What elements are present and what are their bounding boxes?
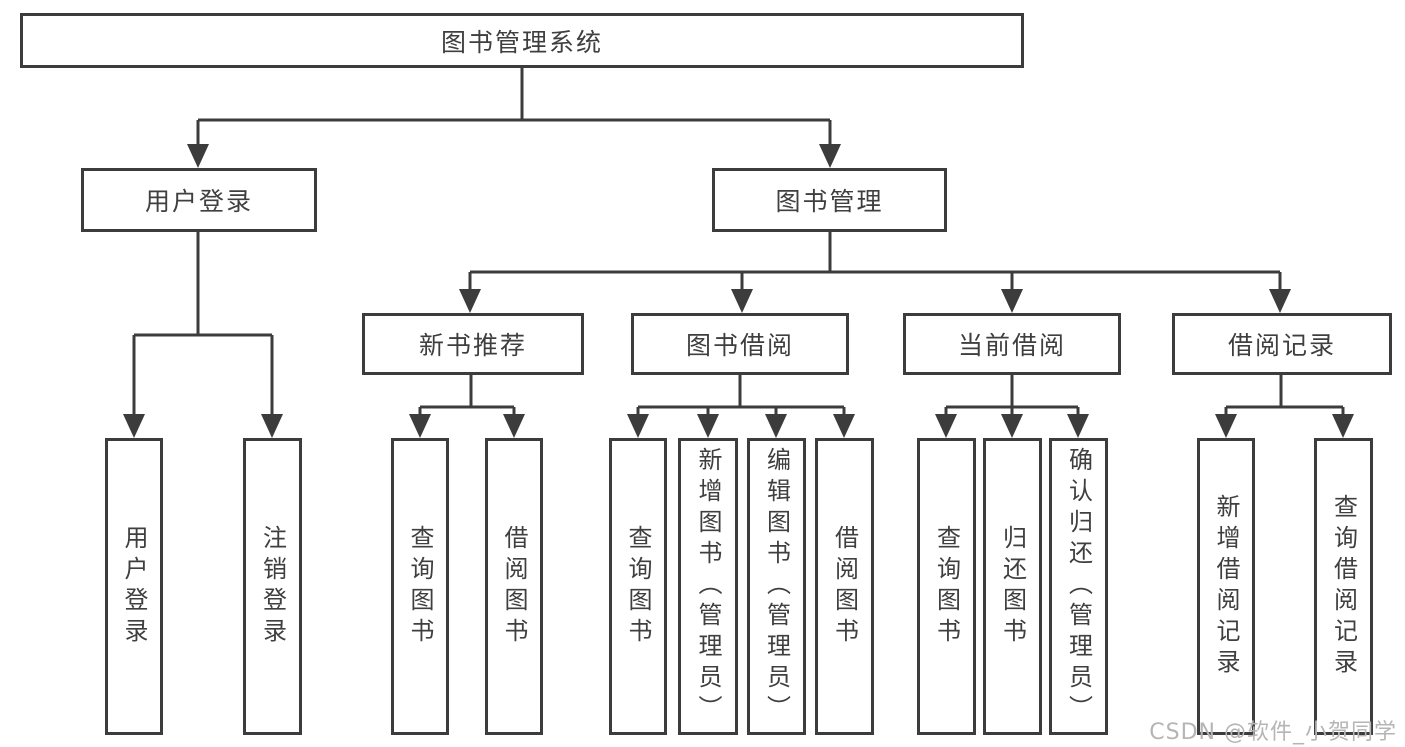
node-user-login: 用户登录 [81, 168, 317, 232]
leaf-borrow-book-recommend: 借阅图书 [485, 438, 543, 735]
leaf-user-login: 用户登录 [105, 438, 163, 735]
leaf-query-book-recommend-label: 查询图书 [406, 524, 434, 649]
leaf-borrow-book: 借阅图书 [815, 438, 874, 735]
node-new-book-recommend-label: 新书推荐 [418, 331, 527, 360]
leaf-query-book-recommend: 查询图书 [391, 438, 449, 735]
node-book-borrow: 图书借阅 [631, 313, 849, 375]
node-new-book-recommend: 新书推荐 [362, 313, 584, 375]
leaf-confirm-return-admin-label: 确认归还（管理员） [1064, 447, 1093, 726]
leaf-query-book-current-label: 查询图书 [932, 524, 961, 649]
node-root: 图书管理系统 [20, 13, 1024, 68]
node-current-borrow-label: 当前借阅 [957, 331, 1066, 360]
leaf-borrow-book-recommend-label: 借阅图书 [500, 524, 528, 649]
node-root-label: 图书管理系统 [440, 27, 603, 57]
leaf-borrow-book-label: 借阅图书 [830, 524, 859, 649]
node-borrow-records: 借阅记录 [1172, 313, 1392, 375]
leaf-return-book: 归还图书 [983, 438, 1042, 735]
leaf-add-borrow-record: 新增借阅记录 [1197, 438, 1255, 735]
leaf-query-borrow-record: 查询借阅记录 [1314, 438, 1373, 735]
leaf-query-book-borrow-label: 查询图书 [624, 524, 652, 649]
leaf-logout: 注销登录 [243, 438, 302, 735]
node-user-login-label: 用户登录 [144, 187, 253, 216]
node-borrow-records-label: 借阅记录 [1227, 331, 1336, 360]
node-book-management-label: 图书管理 [775, 187, 884, 216]
node-book-borrow-label: 图书借阅 [685, 331, 794, 360]
leaf-edit-book-admin: 编辑图书（管理员） [747, 438, 806, 735]
leaf-confirm-return-admin: 确认归还（管理员） [1049, 438, 1108, 735]
leaf-user-login-label: 用户登录 [120, 524, 148, 649]
leaf-logout-label: 注销登录 [258, 524, 287, 649]
leaf-query-book-current: 查询图书 [917, 438, 976, 735]
leaf-return-book-label: 归还图书 [998, 524, 1027, 649]
leaf-query-borrow-record-label: 查询借阅记录 [1329, 493, 1358, 680]
node-current-borrow: 当前借阅 [903, 313, 1121, 375]
node-book-management: 图书管理 [712, 168, 947, 232]
watermark-text: CSDN @软件_小贺同学 [1149, 720, 1397, 745]
leaf-add-book-admin: 新增图书（管理员） [678, 438, 738, 735]
leaf-edit-book-admin-label: 编辑图书（管理员） [762, 447, 791, 726]
leaf-add-book-admin-label: 新增图书（管理员） [694, 447, 722, 726]
leaf-query-book-borrow: 查询图书 [609, 438, 667, 735]
leaf-add-borrow-record-label: 新增借阅记录 [1212, 493, 1240, 680]
